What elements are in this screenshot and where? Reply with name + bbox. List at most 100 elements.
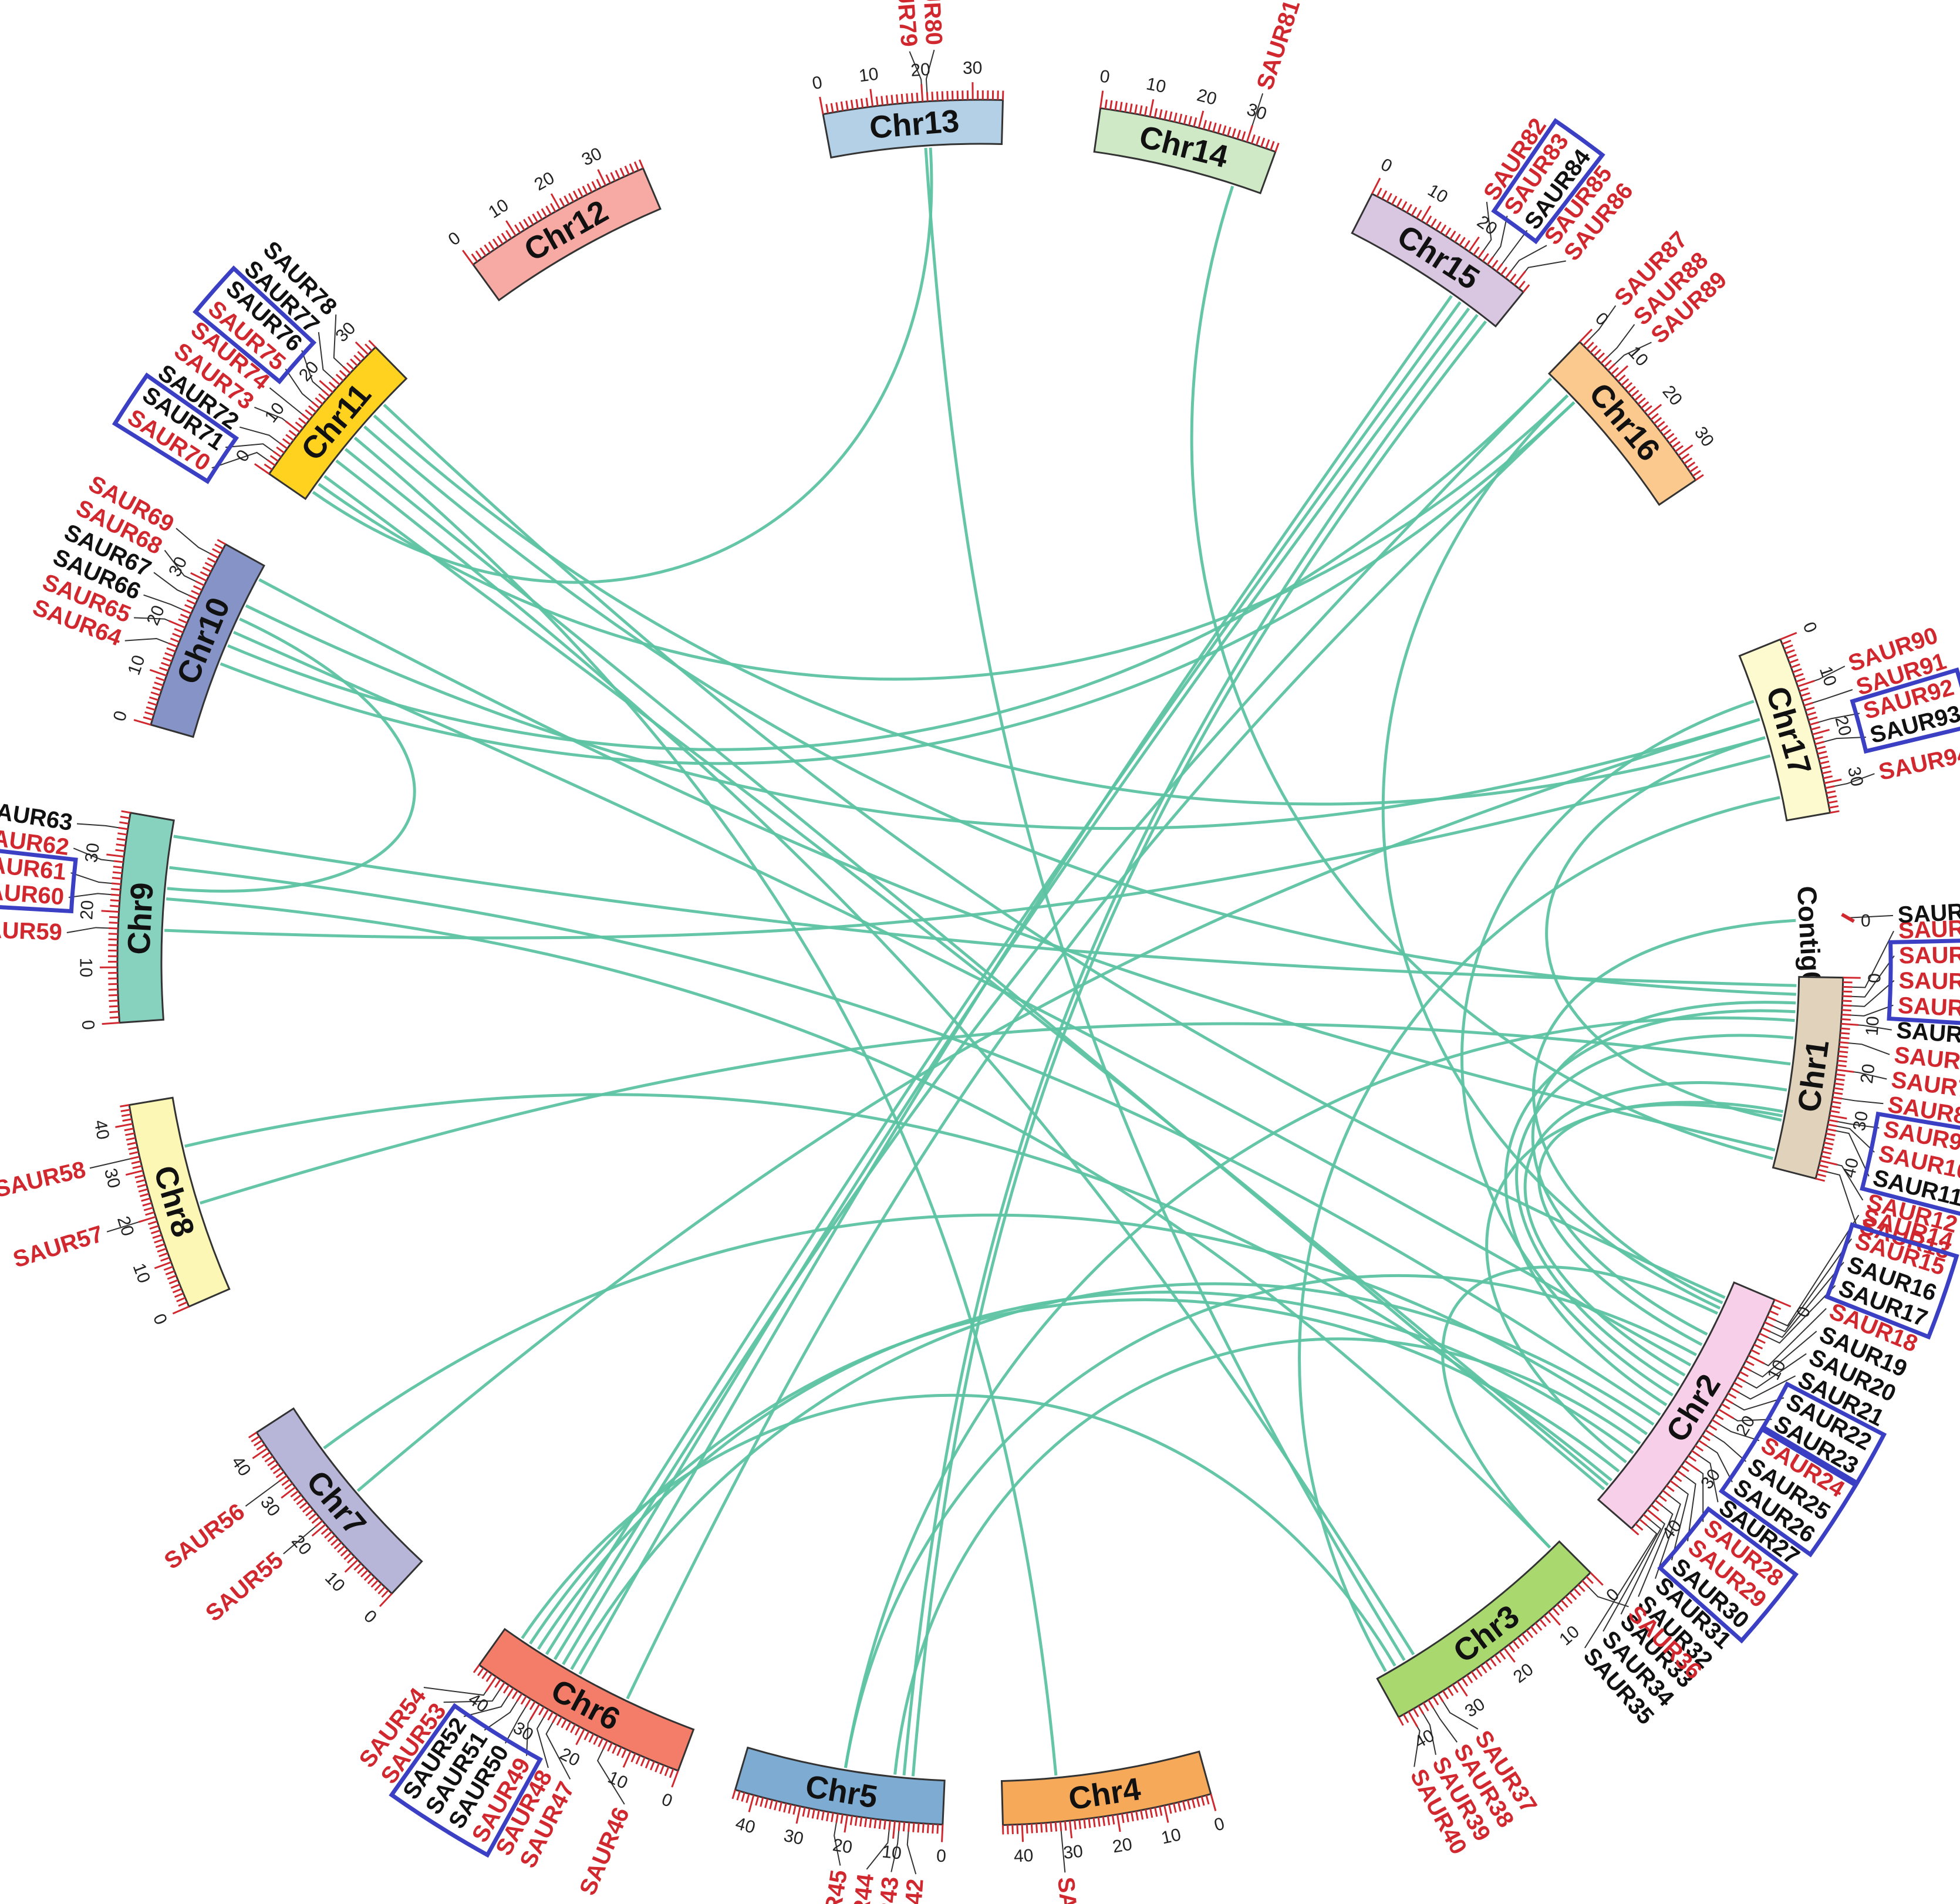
tick-mark [335, 373, 344, 382]
tick-mark [570, 1724, 576, 1733]
link-SAUR16-SAUR88 [1381, 394, 1721, 1310]
tick-mark [1064, 1821, 1067, 1831]
tick-mark [311, 1524, 326, 1537]
tick-mark [525, 1698, 532, 1708]
tick-label: 20 [1831, 714, 1855, 738]
tick-mark [330, 1538, 339, 1546]
link-SAUR21-SAUR66 [232, 630, 1692, 1367]
tick-mark [1163, 110, 1168, 120]
tick-mark [1647, 404, 1662, 417]
leader-line [66, 927, 115, 933]
leader-line [1845, 1004, 1894, 1017]
tick-mark [552, 1714, 558, 1723]
tick-mark [755, 1796, 760, 1806]
tick-mark [655, 1763, 660, 1773]
tick-mark [1207, 121, 1212, 131]
tick-mark [1785, 649, 1795, 654]
tick-mark [1449, 230, 1456, 239]
tick-mark [502, 1684, 510, 1694]
tick-mark [1416, 210, 1422, 219]
gene-label-saur80: SAUR80 [916, 0, 947, 46]
tick-mark [854, 1816, 858, 1826]
link-SAUR65-SAUR87 [227, 377, 1552, 751]
tick-mark [120, 1109, 130, 1112]
tick-mark [163, 1265, 173, 1271]
tick-mark [885, 95, 889, 105]
gene-label-saur56: SAUR56 [160, 1498, 249, 1574]
tick-mark [149, 1225, 159, 1230]
tick-mark [1222, 125, 1227, 135]
tick-mark [1803, 701, 1813, 707]
tick-mark [1045, 1822, 1048, 1832]
tick-mark [1168, 111, 1173, 121]
tick-mark [112, 877, 122, 880]
leader-line [285, 368, 317, 407]
tick-mark [301, 413, 311, 421]
tick-mark [1391, 195, 1398, 205]
tick-mark [276, 446, 285, 454]
tick-mark [1808, 716, 1818, 721]
tick-label: 20 [910, 60, 931, 80]
tick-mark [477, 1667, 484, 1676]
leader-line [1610, 342, 1652, 369]
link-SAUR56-SAUR28 [323, 1213, 1648, 1450]
tick-mark [143, 716, 153, 721]
tick-mark [1654, 1499, 1664, 1507]
link-SAUR71-SAUR88 [318, 394, 1569, 681]
tick-mark [1265, 139, 1270, 149]
link-SAUR10-SAUR19 [1537, 1103, 1783, 1346]
tick-mark [1188, 116, 1192, 126]
tick-mark [1796, 677, 1806, 683]
tick-mark [279, 442, 288, 450]
tick-label: 30 [1844, 765, 1867, 788]
leader-line [1701, 1441, 1733, 1483]
tick-mark [296, 1498, 305, 1505]
gene-label-saur79: SAUR79 [889, 0, 922, 48]
tandem-box-saur9-saur11 [1860, 1111, 1960, 1216]
tick-mark [931, 92, 934, 102]
leader-line [1480, 201, 1492, 256]
tick-mark [324, 1531, 333, 1539]
tick-mark [1518, 281, 1526, 289]
leader-line [164, 549, 201, 585]
tick-mark [1586, 342, 1594, 350]
tick-mark [191, 590, 200, 596]
tick-mark [184, 604, 194, 610]
tick-mark [1088, 1818, 1091, 1828]
tick-mark [1486, 256, 1494, 265]
tick-mark [252, 1447, 268, 1459]
tick-mark [130, 1156, 140, 1160]
leader-line [596, 1743, 625, 1805]
tick-mark [593, 1736, 599, 1745]
leader-line [443, 1684, 504, 1703]
leader-line [1671, 1482, 1689, 1561]
tick-mark [1634, 393, 1643, 401]
link-SAUR77-SAUR92 [373, 414, 1766, 806]
tick-mark [1829, 805, 1839, 809]
tick-mark [1083, 1819, 1087, 1829]
tick-mark [1821, 1155, 1831, 1159]
tick-mark [1611, 367, 1619, 375]
tick-mark [178, 618, 188, 624]
tick-mark [498, 1682, 505, 1691]
tick-mark [129, 1151, 139, 1155]
leader-line [1584, 1521, 1658, 1649]
link-SAUR70-SAUR80 [312, 147, 933, 584]
leader-line [1832, 1120, 1880, 1129]
tick-mark [1556, 1603, 1564, 1612]
tick-mark [764, 1798, 769, 1808]
tick-mark [849, 1815, 854, 1825]
tick-label: 10 [1424, 181, 1451, 207]
tick-mark [1843, 990, 1853, 993]
tick-mark [1517, 1637, 1524, 1646]
tick-mark [1569, 1592, 1577, 1601]
tick-mark [343, 1552, 352, 1560]
tick-label: 40 [228, 1453, 255, 1480]
tick-mark [1756, 1338, 1766, 1344]
tick-mark [275, 1471, 285, 1478]
tick-mark [172, 1305, 190, 1315]
tick-mark [1408, 1711, 1418, 1727]
tick-mark [1256, 136, 1261, 146]
tick-mark [610, 172, 616, 181]
tick-mark [1173, 112, 1178, 123]
